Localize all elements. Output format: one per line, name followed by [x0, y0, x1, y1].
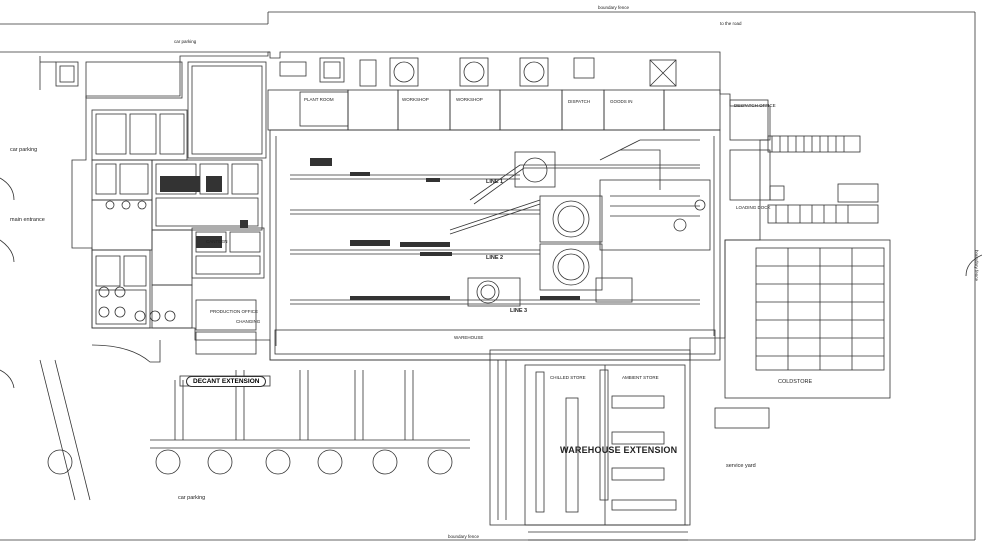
chilled-store-label: CHILLED STORE [550, 375, 586, 380]
car-park-north-label: car parking [174, 39, 197, 44]
loading-dock-label: LOADING DOCK [736, 205, 771, 210]
production-office-label: PRODUCTION OFFICE [210, 309, 258, 314]
coldstore-building [724, 239, 891, 399]
dispatch-label: DISPATCH [568, 99, 591, 104]
gatehouse [55, 61, 79, 87]
warehouse-extension [489, 349, 691, 526]
decant-extension-label: DECANT EXTENSION [186, 376, 267, 387]
warehouse-extension-label: WAREHOUSE EXTENSION [560, 445, 678, 455]
car-parking-south-label: car parking [178, 495, 206, 501]
goods-in-label: GOODS IN [610, 99, 633, 104]
coldstore-label: COLDSTORE [778, 379, 813, 385]
boundary-fence-top-label: boundary fence [598, 5, 630, 10]
changing-label: CHANGING [236, 319, 261, 324]
road-label: to the road [720, 21, 742, 26]
despatch-office-label: DESPATCH OFFICE [734, 103, 776, 108]
boundary-fence-bottom-label: boundary fence [448, 534, 480, 539]
plant-room-label: PLANT ROOM [304, 97, 334, 102]
workshop-1-label: WORKSHOP [402, 97, 429, 102]
boundary-fence-right-label: boundary fence [974, 250, 979, 282]
canteen-label: CANTEEN [206, 239, 228, 244]
main-entrance-label: main entrance [10, 217, 45, 223]
warehouse-strip-label: WAREHOUSE [454, 335, 484, 340]
factory-outline [71, 51, 771, 361]
line-1-label: LINE 1 [486, 179, 504, 185]
car-parking-west-label: car parking [10, 147, 38, 153]
tank-1 [539, 195, 603, 243]
line-3-label: LINE 3 [510, 308, 528, 314]
line-2-label: LINE 2 [486, 255, 504, 261]
warehouse-strip [274, 329, 716, 355]
ambient-store-label: AMBIENT STORE [622, 375, 659, 380]
service-yard-label: service yard [726, 463, 756, 469]
workshop-2-label: WORKSHOP [456, 97, 483, 102]
plant-room [267, 89, 349, 131]
tank-2 [539, 243, 603, 291]
